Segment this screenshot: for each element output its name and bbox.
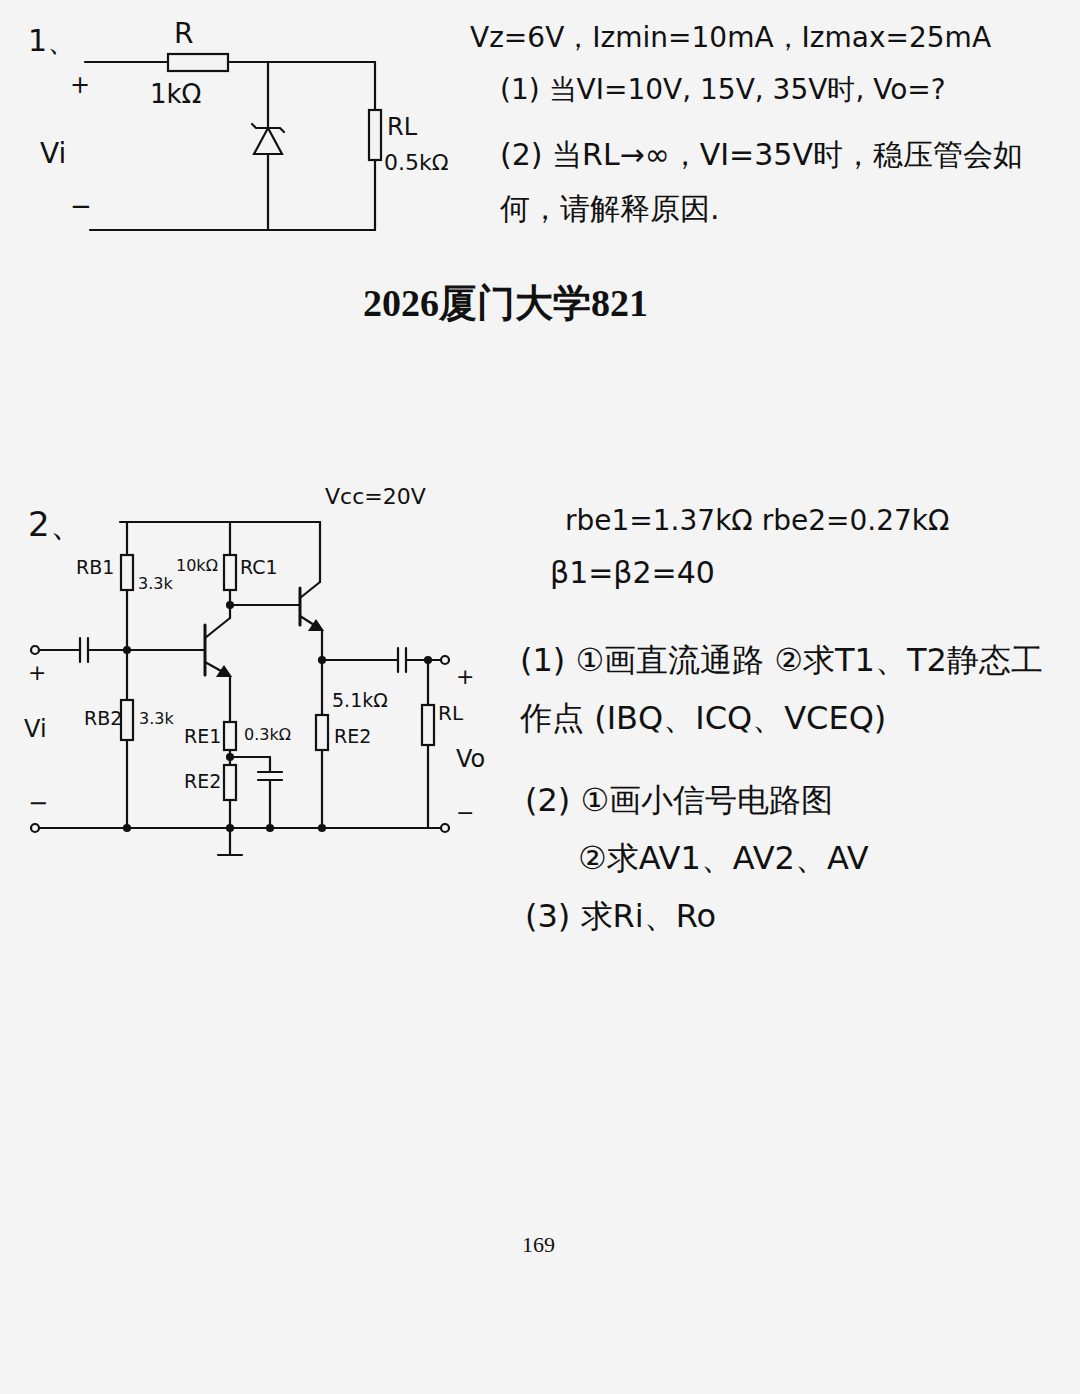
part-name: R [174, 18, 193, 50]
resistor-symbol [224, 765, 236, 800]
part-name: RB1 [76, 557, 114, 579]
part-name: RE1 [184, 726, 221, 748]
problem-text: Vz=6V，Izmin=10mA，Izmax=25mA [470, 22, 991, 54]
resistor-symbol [224, 722, 236, 750]
resistor-symbol [316, 715, 328, 750]
terminal-sign: + [28, 660, 46, 685]
terminal-sign: − [456, 800, 474, 825]
signal-name: Vo [456, 746, 485, 774]
part-value: 10kΩ [176, 557, 218, 575]
resistor-symbol [168, 54, 228, 71]
part-value: 1kΩ [150, 80, 201, 110]
callout-number: 1、 [28, 24, 77, 59]
part-value: 5.1kΩ [332, 690, 388, 712]
given-values: β1=β2=40 [550, 556, 715, 591]
problem-text: (1) 当VI=10V, 15V, 35V时, Vo=? [500, 74, 946, 106]
problem-text: (2) 当RL→∞，VI=35V时，稳压管会如何，请解释原因. [500, 128, 1065, 236]
terminal-sign: + [70, 72, 90, 100]
resistor-symbol [224, 555, 236, 590]
resistor-symbol [369, 110, 381, 160]
terminal-sign: − [28, 790, 48, 818]
zener-diode-symbol [254, 128, 282, 154]
supply-label: Vcc=20V [325, 484, 426, 509]
part-value: 3.3k [139, 710, 174, 728]
terminal-sign: − [70, 192, 92, 222]
problem-text: (1) ①画直流通路 ②求T1、T2静态工作点 (IBQ、ICQ、VCEQ) [520, 632, 1050, 747]
transistor-symbol [204, 625, 207, 675]
page-title: 2026厦门大学821 [363, 282, 648, 326]
part-name: RE2 [334, 726, 371, 748]
problem-text: (2) ①画小信号电路图 [525, 782, 833, 819]
part-name: RC1 [240, 557, 278, 579]
callout-number: 2、 [28, 505, 84, 544]
signal-name: Vi [24, 716, 47, 744]
terminal-sign: + [456, 664, 474, 689]
part-name: RL [387, 114, 417, 142]
resistor-symbol [121, 700, 133, 740]
signal-name: Vi [40, 138, 66, 170]
part-value: 3.3k [138, 575, 173, 593]
transistor-symbol [299, 588, 302, 625]
part-name: RE2 [184, 771, 221, 793]
zener-regulator-circuit [85, 54, 381, 230]
problem-text: (3) 求Ri、Ro [525, 898, 716, 935]
capacitor-symbol [258, 771, 282, 773]
page-number: 169 [522, 1232, 555, 1257]
problem-text: ②求AV1、AV2、AV [578, 840, 869, 877]
part-name: RL [438, 702, 463, 725]
ground-symbol [218, 854, 242, 856]
resistor-symbol [121, 555, 133, 590]
part-value: 0.5kΩ [384, 150, 449, 175]
part-name: RB2 [84, 708, 122, 730]
resistor-symbol [422, 705, 434, 745]
part-value: 0.3kΩ [244, 726, 291, 744]
two-stage-amplifier-circuit [31, 522, 449, 855]
given-values: rbe1=1.37kΩ rbe2=0.27kΩ [565, 505, 949, 537]
